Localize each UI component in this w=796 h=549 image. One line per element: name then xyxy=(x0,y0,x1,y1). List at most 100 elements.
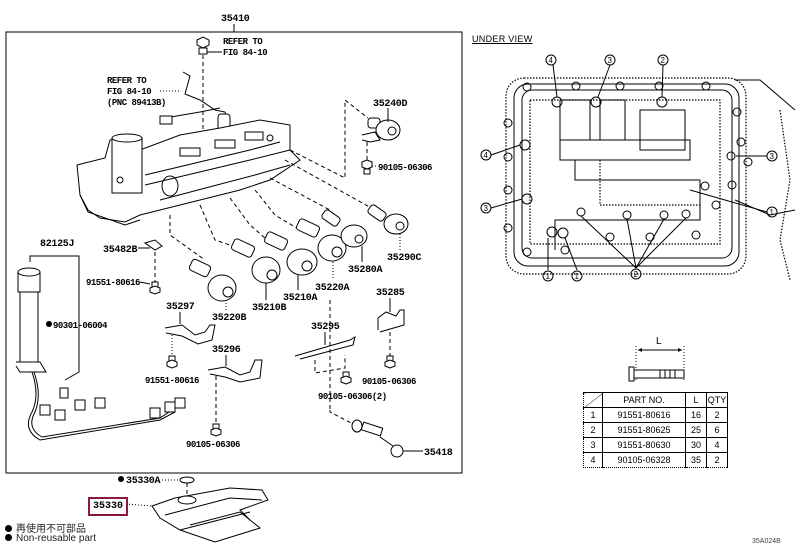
label-35297[interactable]: 35297 xyxy=(166,302,195,313)
guide-line xyxy=(254,189,301,231)
svg-text:4: 4 xyxy=(484,151,489,160)
oil-strainer-35330[interactable] xyxy=(151,487,269,543)
leader xyxy=(139,281,151,285)
guide-line xyxy=(169,215,206,261)
part-number[interactable]: 91551-80625 xyxy=(602,422,686,438)
non-reusable-bullet xyxy=(118,476,124,482)
bolt-91551-80616-b xyxy=(166,355,178,369)
solenoid-35220A[interactable] xyxy=(295,218,347,262)
guide-line xyxy=(289,98,369,179)
bolt-90105-06306-c xyxy=(340,371,352,385)
label-35418[interactable]: 35418 xyxy=(424,448,453,459)
label-35295[interactable]: 35295 xyxy=(311,322,340,333)
figure-id: 35A024B xyxy=(752,538,781,545)
row-index: 3 xyxy=(583,437,603,453)
solenoid-35210A[interactable] xyxy=(263,231,318,276)
label-35220B[interactable]: 35220B xyxy=(212,313,247,324)
svg-text:3: 3 xyxy=(608,56,613,65)
solenoid-35240D[interactable] xyxy=(361,117,401,143)
length: 16 xyxy=(685,407,707,423)
quantity: 6 xyxy=(706,422,728,438)
quantity: 4 xyxy=(706,437,728,453)
table-row[interactable]: 1 91551-80616 16 2 xyxy=(583,407,728,423)
table-row[interactable]: 3 91551-80630 30 4 xyxy=(583,437,728,453)
quantity: 2 xyxy=(706,407,728,423)
part-35418[interactable] xyxy=(351,419,404,458)
leader xyxy=(29,255,80,381)
solenoid-35280A[interactable] xyxy=(321,209,368,248)
non-reusable-bullet xyxy=(46,321,52,327)
bolt-top xyxy=(196,36,210,55)
label-35482B[interactable]: 35482B xyxy=(103,245,138,256)
svg-text:1: 1 xyxy=(546,272,551,281)
guide-line xyxy=(329,410,356,426)
label-35210B[interactable]: 35210B xyxy=(252,303,287,314)
label-90105-06306-d[interactable]: 90105-06306 xyxy=(362,377,417,387)
svg-text:4: 4 xyxy=(549,56,554,65)
svg-text:2: 2 xyxy=(661,56,666,65)
label-35330A[interactable]: 35330A xyxy=(126,476,161,487)
label-82125J[interactable]: 82125J xyxy=(40,239,75,250)
part-number[interactable]: 91551-80630 xyxy=(602,437,686,453)
label-35280A[interactable]: 35280A xyxy=(348,265,383,276)
bolt-length-label: L xyxy=(656,336,662,347)
legend-japanese: 再使用不可部品 xyxy=(5,520,86,535)
label-90105-06306-a[interactable]: 90105-06306 xyxy=(378,163,433,173)
bolt-length-diagram xyxy=(628,346,685,382)
bracket-35296 xyxy=(207,359,263,383)
bolt-91551-80616-a xyxy=(149,281,161,295)
plate-35482B xyxy=(143,239,163,251)
legend-english: Non-reusable part xyxy=(5,533,96,544)
label-90105-06306-c[interactable]: 90105-06306(2) xyxy=(318,392,387,402)
under-view-callouts: 4 3 2 4 3 3 1 1 1 2 xyxy=(480,54,778,282)
bolt-90105-06306-d xyxy=(384,355,396,369)
non-reusable-bullet-icon xyxy=(5,534,12,541)
label-90301-06004[interactable]: 90301-06004 xyxy=(53,321,109,331)
row-index: 2 xyxy=(583,422,603,438)
valve-body xyxy=(76,119,301,226)
part-number[interactable]: 90105-06328 xyxy=(602,452,686,468)
label-35410[interactable]: 35410 xyxy=(221,14,250,25)
bolt-spec-table: PART NO. L QTY 1 91551-80616 16 2 2 9155… xyxy=(583,392,728,468)
guide-line xyxy=(229,197,266,239)
table-header-row: PART NO. L QTY xyxy=(583,392,728,408)
length: 25 xyxy=(685,422,707,438)
label-35285[interactable]: 35285 xyxy=(376,288,405,299)
table-header-length: L xyxy=(685,392,707,408)
harness-connector-82125J xyxy=(15,267,186,441)
label-91551-80616-b[interactable]: 91551-80616 xyxy=(145,376,200,386)
svg-text:(PNC 89413B): (PNC 89413B) xyxy=(107,98,166,108)
svg-text:1: 1 xyxy=(770,208,775,217)
svg-text:FIG 84-10: FIG 84-10 xyxy=(107,87,151,97)
guide-line xyxy=(284,159,376,211)
non-reusable-bullet-icon xyxy=(5,525,12,532)
table-row[interactable]: 2 91551-80625 25 6 xyxy=(583,422,728,438)
refer-note-left[interactable]: REFER TO FIG 84-10 (PNC 89413B) xyxy=(107,76,166,108)
length: 30 xyxy=(685,437,707,453)
label-35296[interactable]: 35296 xyxy=(212,345,241,356)
label-91551-80616-a[interactable]: 91551-80616 xyxy=(86,278,141,288)
solenoid-35210B[interactable] xyxy=(230,238,281,284)
highlighted-part-35330[interactable]: 35330 xyxy=(88,497,128,516)
label-35290C[interactable]: 35290C xyxy=(387,253,422,264)
solenoid-35290C[interactable] xyxy=(367,204,409,235)
label-35240D[interactable]: 35240D xyxy=(373,99,408,110)
svg-text:2: 2 xyxy=(634,270,639,279)
guide-line xyxy=(269,177,331,211)
detent-spring xyxy=(159,71,231,131)
bracket-35297 xyxy=(164,324,216,345)
label-90105-06306-b[interactable]: 90105-06306 xyxy=(186,440,241,450)
under-view-bolt-holes xyxy=(503,81,753,257)
solenoid-35220B[interactable] xyxy=(188,258,237,302)
legend-text-en: Non-reusable part xyxy=(16,533,97,544)
gasket-35330A xyxy=(179,476,195,484)
table-row[interactable]: 4 90105-06328 35 2 xyxy=(583,452,728,468)
label-35220A[interactable]: 35220A xyxy=(315,283,350,294)
length: 35 xyxy=(685,452,707,468)
label-35210A[interactable]: 35210A xyxy=(283,293,318,304)
refer-note-top[interactable]: REFER TO FIG 84-10 xyxy=(223,37,268,58)
svg-text:3: 3 xyxy=(484,204,489,213)
part-number[interactable]: 91551-80616 xyxy=(602,407,686,423)
under-view-drawing xyxy=(505,77,796,281)
